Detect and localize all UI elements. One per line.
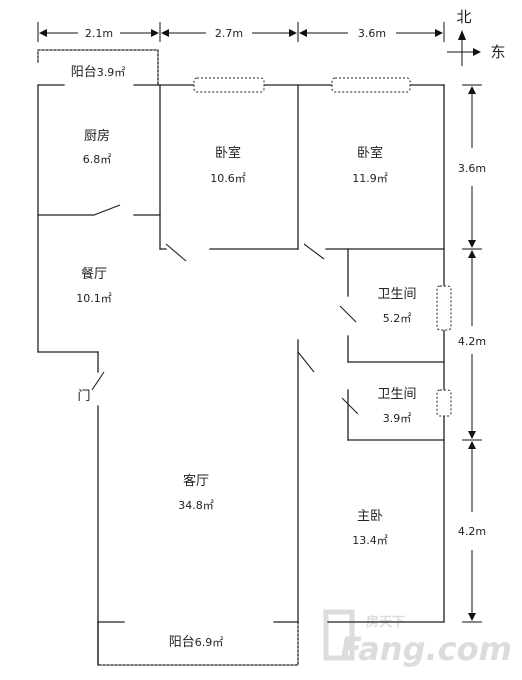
dimension-top-3: 3.6m bbox=[358, 27, 386, 40]
watermark-logo-bracket bbox=[323, 609, 355, 661]
room-bathroom-1: 卫生间 5.2㎡ bbox=[377, 287, 416, 325]
dimension-right-3: 4.2m bbox=[458, 525, 486, 538]
window-bathroom-1 bbox=[436, 285, 452, 331]
dimension-top-1: 2.1m bbox=[85, 27, 113, 40]
entrance-label: 门 bbox=[77, 389, 90, 404]
room-name-bedroom-1: 卧室 bbox=[215, 145, 241, 161]
room-area-bedroom-1: 10.6㎡ bbox=[210, 172, 246, 185]
dimension-top-2: 2.7m bbox=[215, 27, 243, 40]
room-name-dining: 餐厅 bbox=[81, 266, 107, 282]
room-area-kitchen: 6.8㎡ bbox=[83, 153, 112, 166]
room-name-bathroom-1: 卫生间 bbox=[377, 287, 416, 302]
compass-east-label: 东 bbox=[490, 43, 505, 61]
room-name-kitchen: 厨房 bbox=[84, 128, 110, 144]
room-master-bedroom: 主卧 13.4㎡ bbox=[352, 509, 388, 547]
balcony-top-outline bbox=[37, 49, 159, 86]
watermark: 房天下 Fang.com bbox=[323, 609, 512, 668]
room-bathroom-2: 卫生间 3.9㎡ bbox=[377, 387, 416, 425]
door-bathroom-2 bbox=[341, 397, 359, 415]
compass-north-label: 北 bbox=[456, 8, 471, 26]
room-bedroom-2: 卧室 11.9㎡ bbox=[352, 145, 388, 185]
door-master-bedroom bbox=[297, 351, 315, 373]
room-label-balcony-bottom: 阳台6.9㎡ bbox=[169, 635, 224, 650]
dimension-right-1: 3.6m bbox=[458, 162, 486, 175]
room-area-bathroom-2: 3.9㎡ bbox=[383, 412, 412, 425]
room-kitchen: 厨房 6.8㎡ bbox=[83, 128, 112, 166]
room-area-dining: 10.1㎡ bbox=[76, 292, 112, 305]
window-bedroom-1 bbox=[193, 77, 265, 93]
room-label-balcony-top: 阳台3.9㎡ bbox=[71, 65, 126, 80]
doors bbox=[91, 204, 359, 415]
window-bedroom-2 bbox=[331, 77, 411, 93]
room-name-living: 客厅 bbox=[183, 473, 209, 489]
room-name-master-bedroom: 主卧 bbox=[357, 509, 383, 524]
dimension-right-2: 4.2m bbox=[458, 335, 486, 348]
room-balcony-bottom: 阳台6.9㎡ bbox=[169, 635, 224, 650]
top-dimension-lines bbox=[37, 22, 445, 42]
door-entrance bbox=[91, 371, 105, 391]
room-area-master-bedroom: 13.4㎡ bbox=[352, 534, 388, 547]
room-bedroom-1: 卧室 10.6㎡ bbox=[210, 145, 246, 185]
room-balcony-top: 阳台3.9㎡ bbox=[71, 65, 126, 80]
door-bedroom-1 bbox=[165, 243, 187, 262]
watermark-brand: Fang.com bbox=[340, 630, 512, 668]
room-area-living: 34.8㎡ bbox=[178, 499, 214, 512]
compass-rose: 北 东 bbox=[447, 8, 506, 66]
room-area-bedroom-2: 11.9㎡ bbox=[352, 172, 388, 185]
door-bedroom-2 bbox=[303, 243, 325, 260]
room-name-bathroom-2: 卫生间 bbox=[377, 387, 416, 402]
walls bbox=[37, 49, 445, 666]
room-living: 客厅 34.8㎡ bbox=[178, 473, 214, 512]
right-dimension-lines bbox=[462, 84, 482, 623]
room-dining: 餐厅 10.1㎡ bbox=[76, 266, 112, 305]
balcony-bottom-outline bbox=[97, 621, 299, 666]
room-area-bathroom-1: 5.2㎡ bbox=[383, 312, 412, 325]
door-bathroom-1 bbox=[339, 305, 357, 323]
window-bathroom-2 bbox=[436, 389, 452, 417]
windows bbox=[193, 77, 452, 417]
room-name-bedroom-2: 卧室 bbox=[357, 145, 383, 161]
door-kitchen bbox=[93, 204, 121, 216]
